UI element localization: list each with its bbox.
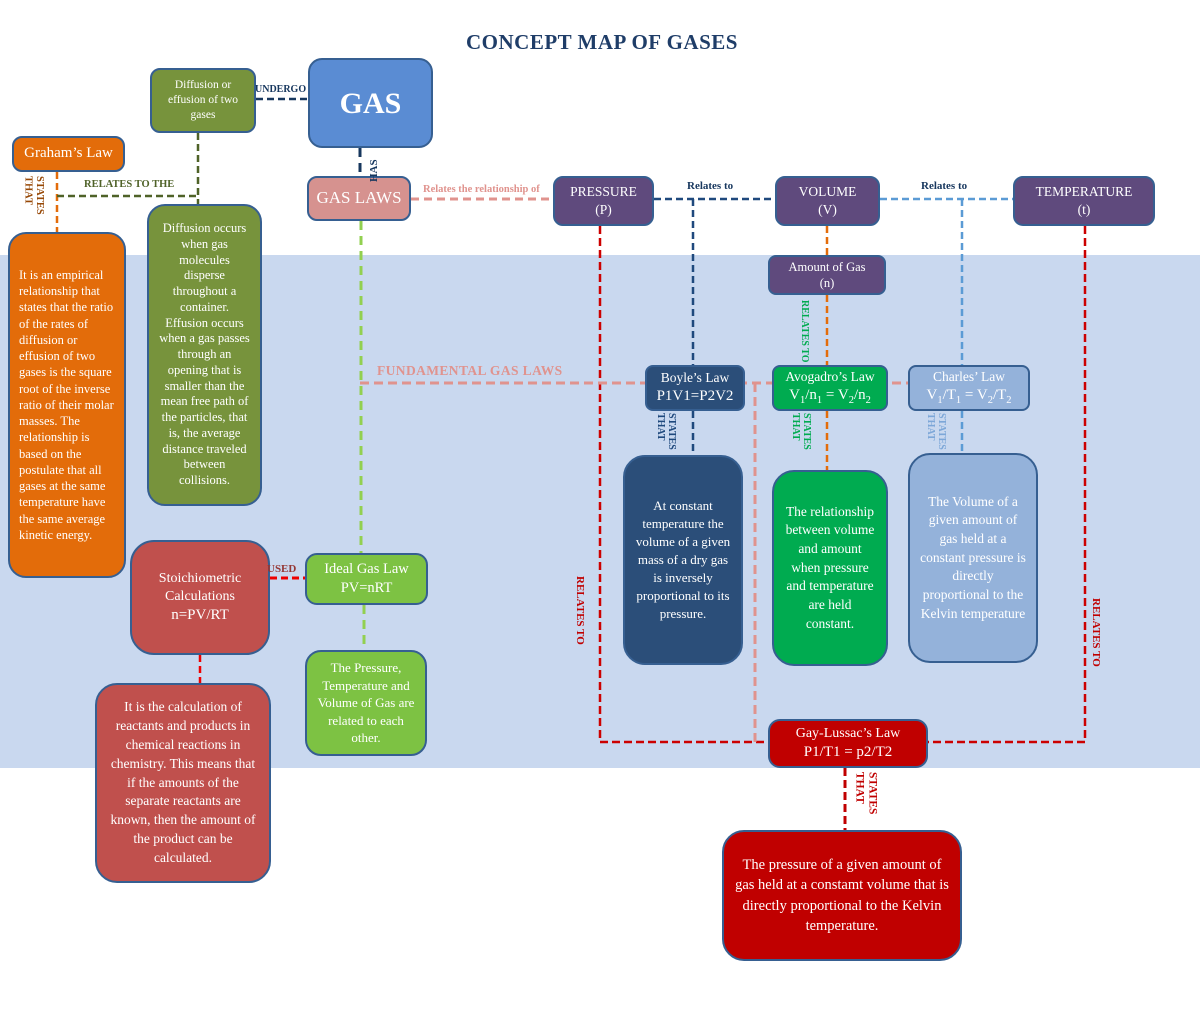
node-volume: VOLUME (V) — [775, 176, 880, 226]
node-gay-lussacs-law: Gay-Lussac’s Law P1/T1 = p2/T2 — [768, 719, 928, 768]
label-line: STATES — [936, 413, 947, 450]
node-graham-description: It is an empirical relationship that sta… — [8, 232, 126, 578]
label-fundamental-gas-laws: FUNDAMENTAL GAS LAWS — [377, 363, 563, 378]
node-text: It is the calculation of reactants and p… — [110, 698, 256, 866]
node-diffusion-description: Diffusion occurs when gas molecules disp… — [147, 204, 262, 506]
node-formula: V1/T1 = V2/T2 — [926, 386, 1012, 406]
node-text: PRESSURE — [570, 184, 637, 200]
node-gas-laws: GAS LAWS — [307, 176, 411, 221]
label-line: THAT — [655, 413, 666, 441]
node-boyle-description: At constant temperature the volume of a … — [623, 455, 743, 665]
node-text: TEMPERATURE — [1035, 184, 1133, 200]
node-boyles-law: Boyle’s Law P1V1=P2V2 — [645, 365, 745, 411]
node-text: Charles’ Law — [932, 369, 1006, 385]
node-text: GAS — [339, 86, 402, 120]
node-text: GAS LAWS — [316, 188, 402, 208]
node-formula: V1/n1 = V2/n2 — [789, 386, 871, 406]
label-states-that-graham: STATES THAT — [22, 176, 46, 215]
node-text: The relationship between volume and amou… — [785, 503, 875, 631]
label-line: STATES — [34, 176, 46, 215]
node-charles-law: Charles’ Law V1/T1 = V2/T2 — [908, 365, 1030, 411]
node-text: (n) — [819, 276, 835, 290]
node-formula: P1/T1 = p2/T2 — [803, 743, 893, 760]
node-text: (V) — [818, 202, 837, 217]
label-relates-to-right: RELATES TO — [1090, 598, 1102, 667]
label-line: THAT — [790, 413, 801, 441]
label-line: THAT — [925, 413, 936, 441]
label-relates-to-2: Relates to — [921, 180, 968, 192]
node-temperature: TEMPERATURE (t) — [1013, 176, 1155, 226]
label-line: STATES — [801, 413, 812, 450]
node-text: The pressure of a given amount of gas he… — [735, 856, 949, 934]
label-line: STATES — [666, 413, 677, 450]
node-text: Avogadro’s Law — [785, 369, 875, 385]
label-line: THAT — [22, 176, 34, 205]
node-stoichiometric: Stoichiometric Calculations n=PV/RT — [130, 540, 270, 655]
node-text: Stoichiometric — [158, 570, 242, 586]
node-avogadro-description: The relationship between volume and amou… — [772, 470, 888, 666]
node-ptv-description: The Pressure, Temperature and Volume of … — [305, 650, 427, 756]
node-text: Boyle’s Law — [660, 370, 730, 386]
node-text: Amount of Gas — [788, 259, 866, 274]
label-relates-to-the: RELATES TO THE — [84, 179, 175, 190]
label-line: THAT — [853, 772, 866, 804]
label-has: HAS — [368, 159, 380, 182]
node-text: At constant temperature the volume of a … — [635, 498, 731, 621]
label-relates-to-1: Relates to — [687, 180, 734, 192]
node-text: Diffusion or effusion of two gases — [167, 79, 239, 121]
node-grahams-law: Graham’s Law — [12, 136, 125, 172]
connector-pressure-gaylussac — [598, 226, 768, 744]
node-text: VOLUME — [798, 184, 857, 200]
node-text: Graham’s Law — [24, 145, 113, 162]
label-states-that-gaylussac: STATES THAT — [853, 772, 879, 815]
node-text: (P) — [595, 202, 612, 217]
node-formula: PV=nRT — [340, 580, 393, 596]
label-states-that-avogadro: STATES THAT — [790, 413, 812, 450]
node-ideal-gas-law: Ideal Gas Law PV=nRT — [305, 553, 428, 605]
node-text: (t) — [1077, 202, 1091, 217]
node-text: Gay-Lussac’s Law — [795, 725, 901, 741]
node-avogadros-law: Avogadro’s Law V1/n1 = V2/n2 — [772, 365, 888, 411]
node-text: Diffusion occurs when gas molecules disp… — [159, 221, 250, 488]
node-text: The Pressure, Temperature and Volume of … — [317, 660, 415, 746]
node-text: The Volume of a given amount of gas held… — [920, 493, 1026, 621]
label-undergo: UNDERGO — [255, 84, 307, 95]
connector-temperature-gaylussac — [928, 226, 1087, 744]
node-formula: P1V1=P2V2 — [656, 388, 734, 405]
node-stoich-description: It is the calculation of reactants and p… — [95, 683, 271, 883]
label-used: USED — [267, 563, 297, 575]
label-states-that-charles: STATES THAT — [925, 413, 947, 450]
node-gas: GAS — [308, 58, 433, 148]
label-line: STATES — [866, 772, 879, 815]
page-title: CONCEPT MAP OF GASES — [466, 30, 738, 54]
node-text: Calculations — [165, 588, 235, 604]
node-text: It is an empirical relationship that sta… — [19, 267, 114, 542]
node-diffusion-effusion: Diffusion or effusion of two gases — [150, 68, 256, 133]
label-relates-relationship: Relates the relationship of — [423, 184, 540, 195]
label-relates-to-left: RELATES TO — [574, 576, 586, 645]
node-amount-of-gas: Amount of Gas (n) — [768, 255, 886, 295]
node-pressure: PRESSURE (P) — [553, 176, 654, 226]
label-relates-to-amount: RELATES TO — [799, 300, 810, 363]
node-charles-description: The Volume of a given amount of gas held… — [908, 453, 1038, 663]
node-text: Ideal Gas Law — [324, 561, 409, 578]
node-gay-lussac-description: The pressure of a given amount of gas he… — [722, 830, 962, 961]
label-states-that-boyle: STATES THAT — [655, 413, 677, 450]
node-formula: n=PV/RT — [171, 606, 229, 623]
